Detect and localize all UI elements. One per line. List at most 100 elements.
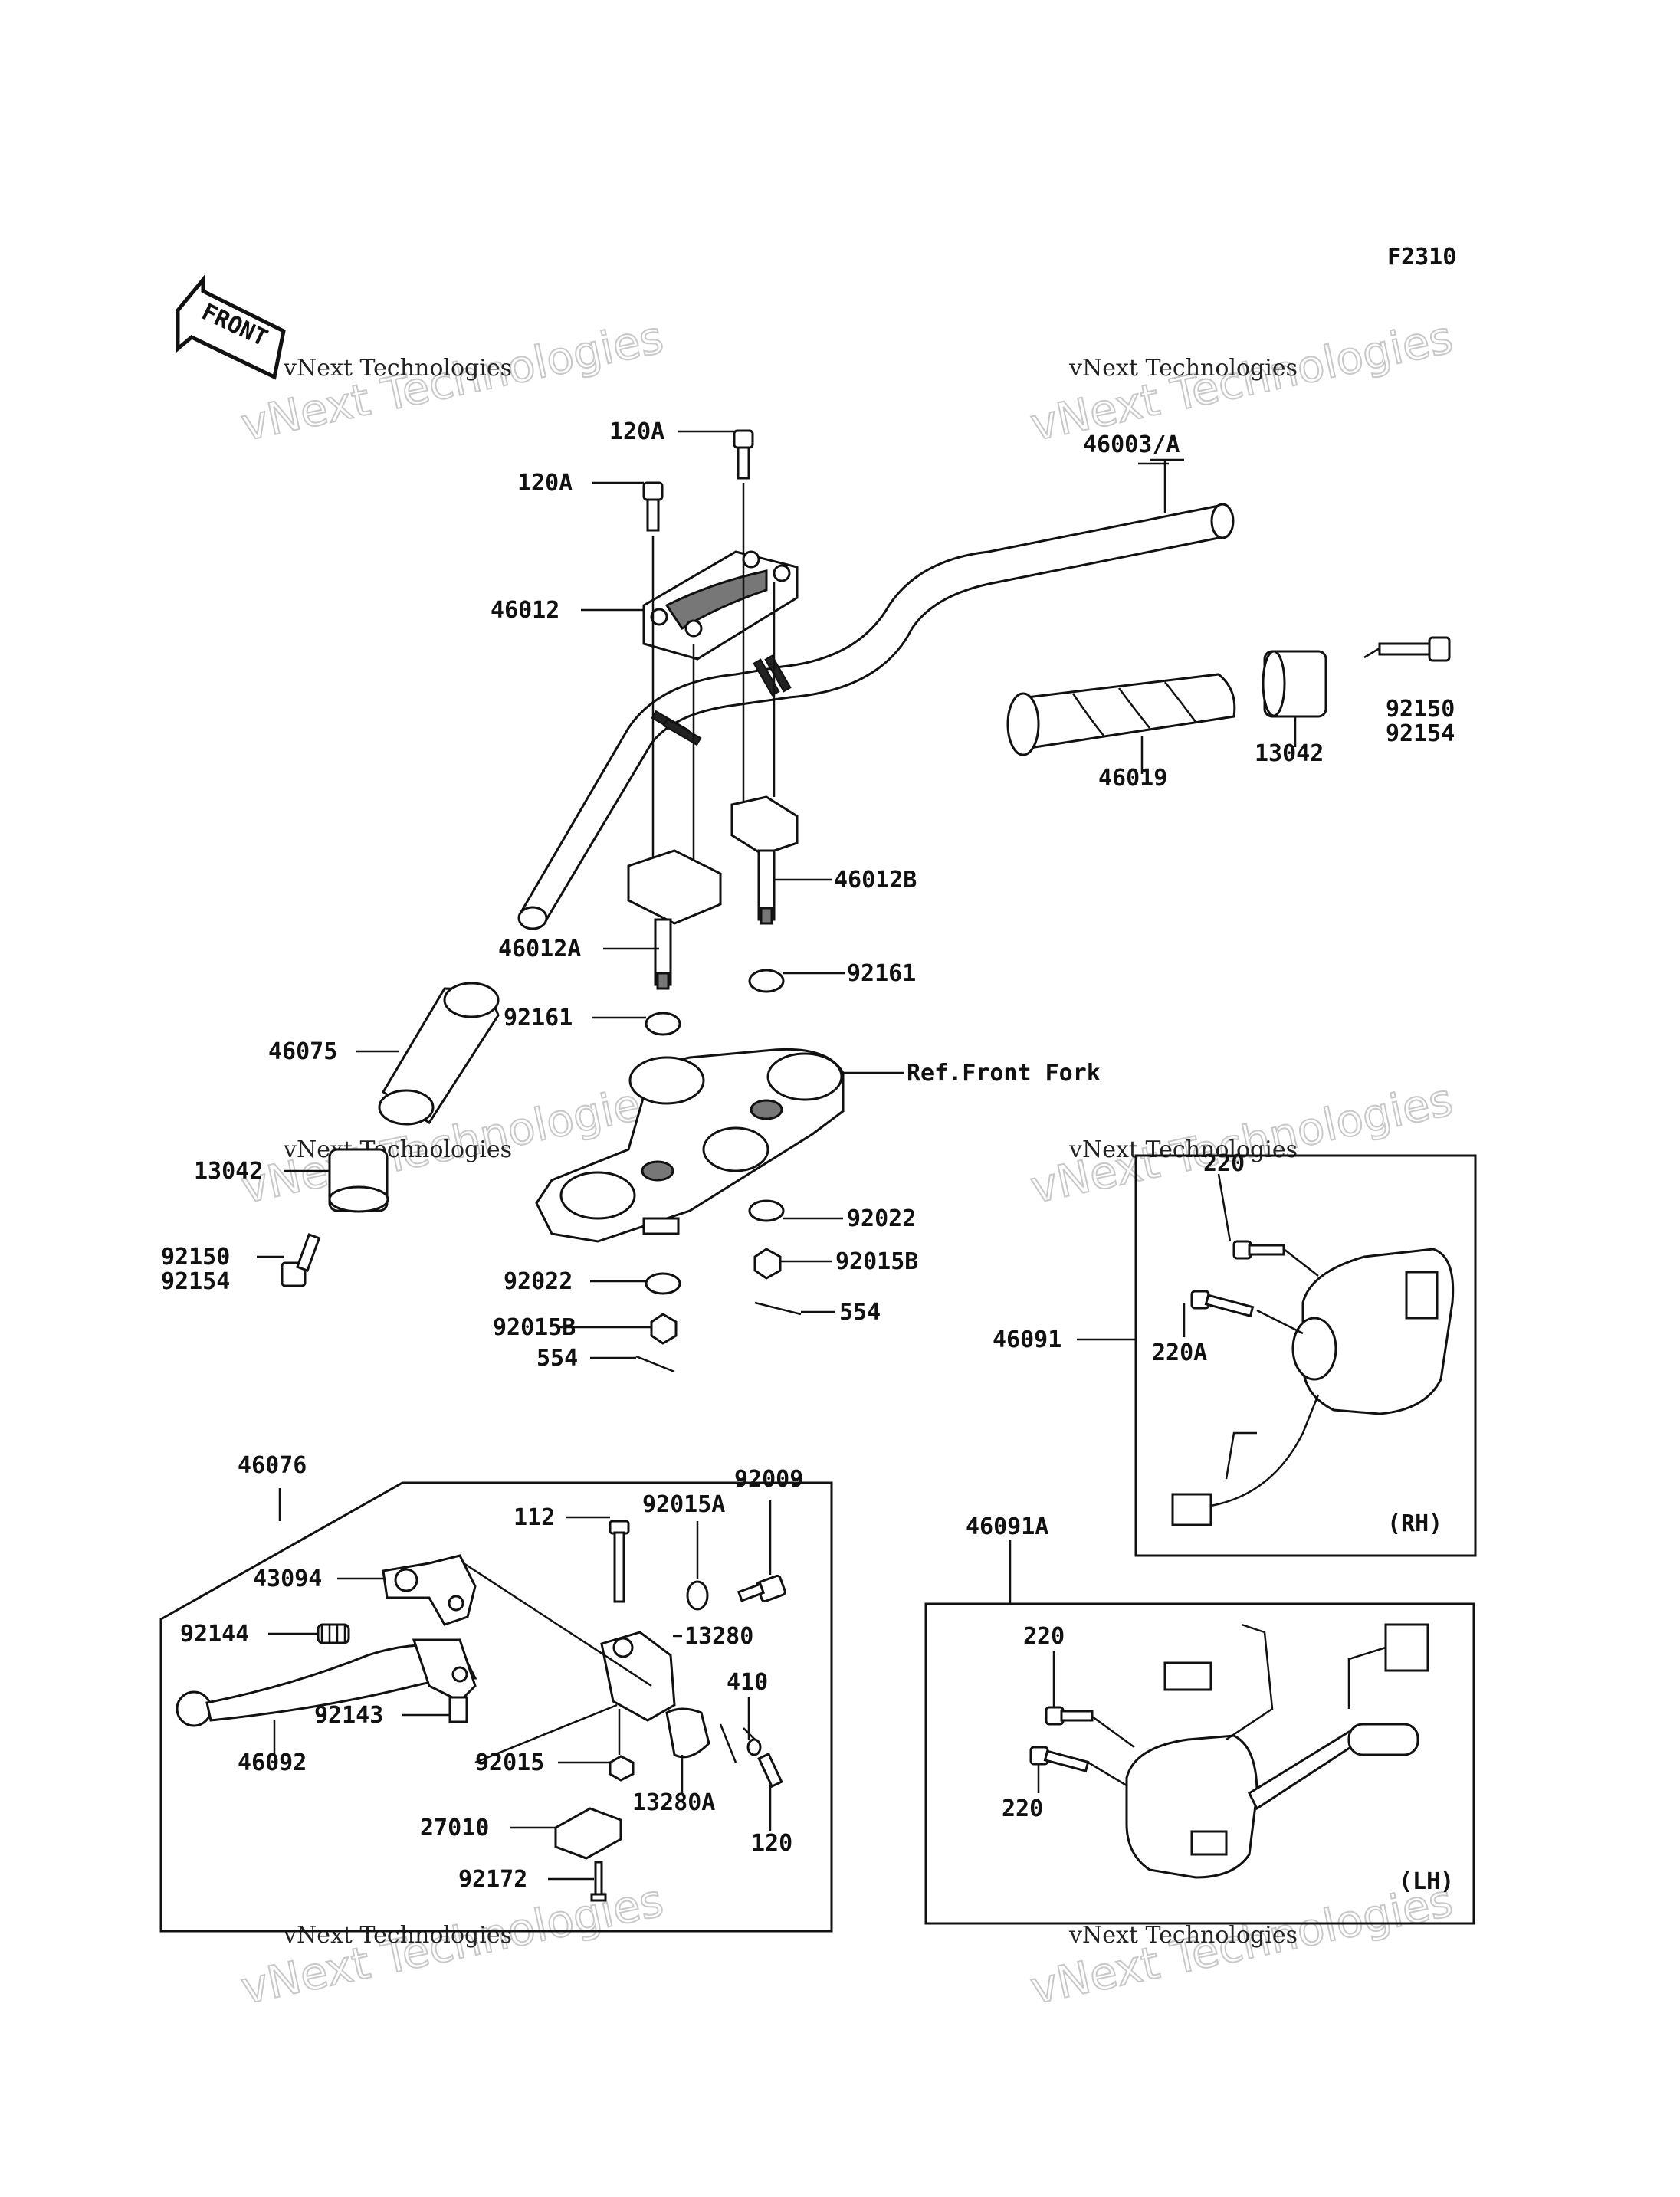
label-46012b: 46012B	[834, 867, 917, 894]
label-92015: 92015	[475, 1749, 544, 1776]
clamp-46012b	[730, 795, 799, 925]
label-92161-right: 92161	[847, 960, 916, 987]
label-92015b-left: 92015B	[493, 1314, 576, 1341]
bolt-120a-top	[733, 429, 754, 480]
label-rh: (RH)	[1387, 1510, 1442, 1537]
label-92150-left: 92150	[161, 1244, 230, 1271]
cotter-pin-554-left	[635, 1355, 675, 1373]
label-13280a: 13280A	[632, 1789, 715, 1816]
svg-text:vNext Technologies: vNext Technologies	[283, 355, 512, 382]
label-13042-left: 13042	[194, 1158, 263, 1185]
switch-46091a-lh	[1125, 1623, 1429, 1879]
weight-13042-right	[1262, 650, 1327, 718]
washer-92022-right	[748, 1199, 785, 1222]
screw-220a-rh	[1190, 1290, 1255, 1318]
label-120a-mid: 120A	[517, 470, 573, 497]
bolt-92009	[737, 1574, 786, 1603]
watermark-top-left: vNext Technologies vNext Technologies	[236, 310, 668, 452]
screw-220-lh-bottom	[1029, 1746, 1090, 1772]
bolt-120a-mid	[642, 481, 664, 532]
svg-text:vNext Technologies: vNext Technologies	[1068, 355, 1298, 382]
svg-text:vNext Technologies: vNext Technologies	[1068, 1922, 1298, 1949]
label-112: 112	[514, 1504, 555, 1531]
screw-92172	[590, 1861, 607, 1902]
label-46091a: 46091A	[966, 1513, 1048, 1540]
label-220-lh-bottom: 220	[1002, 1795, 1043, 1822]
label-92172: 92172	[458, 1866, 527, 1893]
label-120a-top: 120A	[609, 418, 664, 445]
nut-92015b-right	[753, 1248, 782, 1280]
label-92009: 92009	[734, 1466, 803, 1493]
cotter-pin-554-right	[754, 1301, 802, 1316]
label-13042-right: 13042	[1255, 740, 1324, 767]
label-92015b-right: 92015B	[835, 1248, 918, 1275]
label-554-right: 554	[839, 1299, 881, 1326]
bolt-112	[609, 1520, 630, 1603]
label-92144: 92144	[180, 1621, 249, 1648]
label-92150-right: 92150	[1386, 696, 1455, 723]
label-27010: 27010	[420, 1815, 489, 1841]
screw-220-rh	[1232, 1240, 1285, 1260]
label-92015a: 92015A	[642, 1491, 725, 1518]
collar-92143	[448, 1696, 468, 1723]
label-43094: 43094	[253, 1566, 322, 1592]
bolt-92150-right	[1378, 636, 1451, 662]
screw-220-lh-top	[1045, 1706, 1094, 1726]
label-92154-right: 92154	[1386, 720, 1455, 747]
label-120: 120	[751, 1830, 792, 1857]
label-46075: 46075	[268, 1038, 337, 1065]
washer-92015a	[686, 1580, 709, 1611]
spring-92144	[317, 1623, 350, 1644]
leader-lines	[257, 430, 1380, 1881]
lever-assembly-box	[159, 1481, 833, 1933]
rh-switch-box	[1134, 1154, 1477, 1557]
label-46092: 46092	[238, 1749, 307, 1776]
watermark-bottom-right: vNext Technologies vNext Technologies	[1025, 1874, 1458, 2015]
switch-27010	[554, 1807, 622, 1860]
label-46076: 46076	[238, 1452, 307, 1479]
label-46091: 46091	[993, 1326, 1061, 1353]
watermark-mid-right: vNext Technologies vNext Technologies	[1025, 1073, 1458, 1215]
bracket-43094	[382, 1554, 477, 1626]
label-92154-left: 92154	[161, 1268, 230, 1295]
nut-92015	[609, 1755, 635, 1782]
lh-switch-box	[924, 1602, 1475, 1925]
label-ref-front-fork: Ref.Front Fork	[907, 1060, 1101, 1087]
svg-text:vNext Technologies: vNext Technologies	[283, 1922, 512, 1949]
bolt-92150-left	[281, 1233, 321, 1287]
label-46012a: 46012A	[498, 936, 581, 962]
lever-46092	[176, 1638, 477, 1727]
weight-13042-left	[328, 1148, 389, 1213]
washer-92022-left	[645, 1272, 681, 1295]
label-92143: 92143	[314, 1702, 383, 1729]
figure-code: F2310	[1387, 244, 1456, 271]
label-13280: 13280	[684, 1623, 753, 1650]
front-arrow-icon: FRONT	[176, 274, 286, 380]
holder-13280a	[665, 1707, 710, 1759]
clamp-46012	[642, 550, 799, 661]
svg-text:vNext Technologies: vNext Technologies	[283, 1136, 512, 1163]
grip-46019	[1006, 673, 1236, 756]
label-554-left: 554	[536, 1345, 578, 1372]
label-220-rh: 220	[1203, 1150, 1245, 1177]
part-labels: 120A 120A 46003/A 46012 92150 92154 1304…	[161, 418, 1455, 1895]
svg-text:vNext Technologies: vNext Technologies	[1068, 1136, 1298, 1163]
label-46012: 46012	[491, 597, 559, 624]
label-92161-left: 92161	[504, 1005, 573, 1031]
washer-92161-right	[748, 969, 785, 993]
label-lh: (LH)	[1399, 1868, 1454, 1895]
switch-46091-rh	[1171, 1248, 1455, 1526]
washer-92161-left	[645, 1012, 681, 1036]
nut-92015b-left	[650, 1313, 678, 1345]
bolt-120	[757, 1752, 783, 1789]
grip-46075	[378, 982, 500, 1126]
label-46003a: 46003/A	[1083, 431, 1180, 458]
label-220a: 220A	[1152, 1340, 1207, 1366]
clamp-46012a	[627, 849, 722, 990]
label-92022-right: 92022	[847, 1205, 916, 1232]
label-46019: 46019	[1098, 765, 1167, 792]
label-410: 410	[727, 1669, 768, 1696]
label-220-lh-top: 220	[1023, 1623, 1065, 1650]
watermark-top-right: vNext Technologies vNext Technologies	[1025, 310, 1458, 452]
